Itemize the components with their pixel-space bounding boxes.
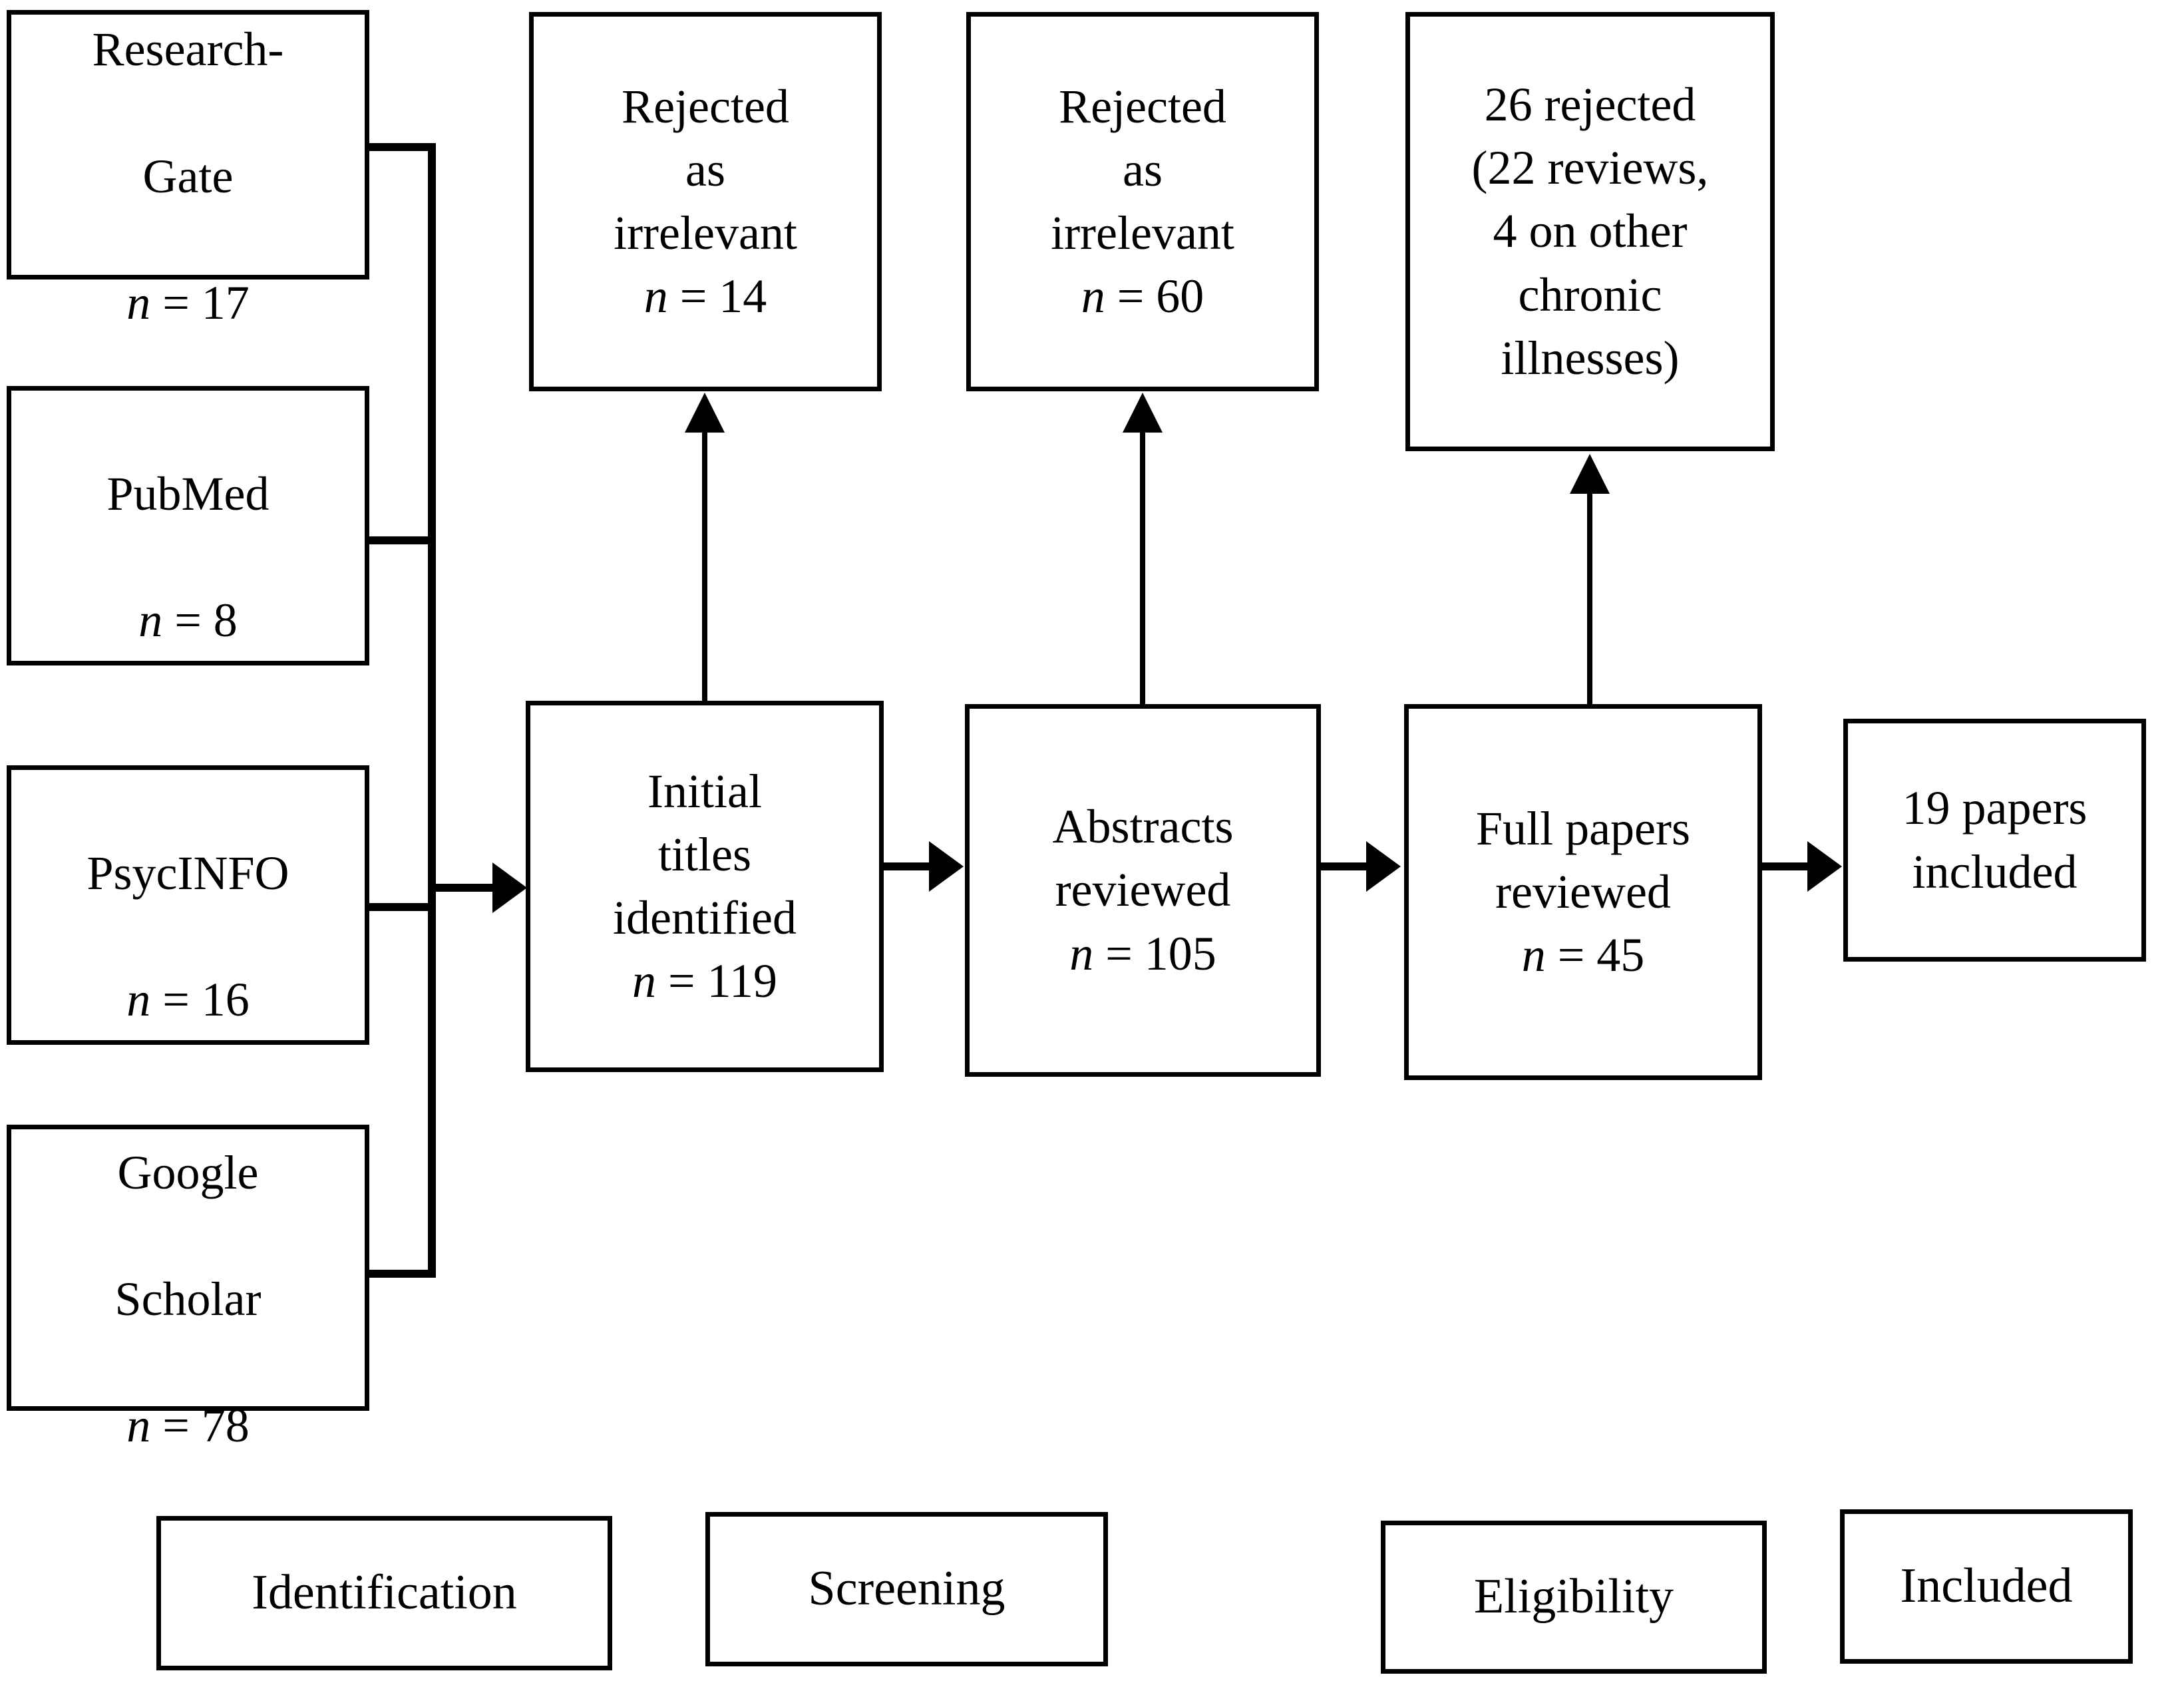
- stage-title: Abstracts reviewed: [1052, 800, 1234, 917]
- connector-full-papers-to-included: [1762, 862, 1809, 870]
- connector-sources-to-initial-titles: [428, 884, 494, 892]
- n-value: 45: [1596, 928, 1645, 982]
- n-label: n: [1069, 926, 1094, 980]
- connector-stub-pubmed: [369, 536, 436, 544]
- arrow-abstracts-to-full-papers: [1366, 841, 1401, 892]
- connector-abstracts-to-rejected: [1140, 431, 1145, 705]
- n-label: n: [643, 270, 668, 323]
- n-label: n: [1081, 270, 1105, 323]
- source-line-1: PubMed: [106, 467, 270, 520]
- n-value: 14: [719, 270, 767, 323]
- phase-label-identification: Identification: [156, 1516, 612, 1670]
- connector-stub-psycinfo: [369, 903, 436, 911]
- connector-initial-titles-to-rejected: [702, 431, 707, 705]
- source-box-psycinfo: PsycINFO n = 16: [7, 765, 369, 1045]
- source-line-2: Gate: [142, 149, 234, 203]
- n-value: 17: [201, 276, 250, 329]
- connector-bracket-spine: [428, 143, 436, 1278]
- n-value: 16: [201, 973, 250, 1027]
- connector-stub-google-scholar: [369, 1270, 436, 1278]
- n-label: n: [138, 594, 163, 648]
- phase-label-identification-text: Identification: [252, 1565, 517, 1620]
- source-line-1: Google: [117, 1145, 259, 1199]
- n-value: 119: [707, 954, 777, 1008]
- exclusion-box-rejected-full-papers: 26 rejected (22 reviews, 4 on other chro…: [1405, 12, 1775, 451]
- source-box-google-scholar-text: Google Scholar n = 78: [114, 1145, 262, 1453]
- n-label: n: [126, 276, 151, 329]
- stage-title: Initial titles identified: [613, 764, 797, 944]
- phase-label-screening: Screening: [705, 1512, 1108, 1666]
- n-value: 60: [1156, 270, 1204, 323]
- stage-title: Full papers reviewed: [1476, 801, 1690, 918]
- exclusion-box-rejected-full-papers-text: 26 rejected (22 reviews, 4 on other chro…: [1471, 78, 1709, 385]
- n-label: n: [1521, 928, 1546, 982]
- connector-initial-to-abstracts: [884, 862, 930, 870]
- source-line-2: Scholar: [114, 1272, 262, 1326]
- stage-box-papers-included: 19 papers included: [1843, 719, 2146, 962]
- n-label: n: [126, 973, 151, 1027]
- n-label: n: [632, 954, 657, 1008]
- phase-label-included-text: Included: [1900, 1559, 2073, 1614]
- phase-label-included: Included: [1840, 1509, 2133, 1664]
- arrow-full-papers-to-included: [1807, 841, 1842, 892]
- arrow-initial-titles-to-rejected: [685, 393, 725, 433]
- arrow-abstracts-to-rejected: [1123, 393, 1163, 433]
- n-value: 8: [213, 594, 238, 648]
- phase-label-eligibility-text: Eligibility: [1473, 1569, 1674, 1624]
- arrow-full-papers-to-rejected: [1570, 454, 1610, 494]
- exclusion-title: Rejected as irrelevant: [1051, 79, 1234, 260]
- n-label: n: [126, 1399, 151, 1453]
- arrow-initial-to-abstracts: [929, 841, 964, 892]
- connector-full-papers-to-rejected: [1587, 492, 1592, 705]
- arrow-sources-to-initial-titles: [492, 862, 527, 913]
- stage-box-papers-included-text: 19 papers included: [1902, 781, 2088, 898]
- source-line-1: Research-: [92, 23, 284, 77]
- source-box-pubmed: PubMed n = 8: [7, 386, 369, 665]
- source-box-google-scholar: Google Scholar n = 78: [7, 1125, 369, 1452]
- source-box-pubmed-text: PubMed n = 8: [106, 467, 270, 648]
- phase-label-screening-text: Screening: [808, 1561, 1005, 1616]
- phase-label-eligibility: Eligibility: [1381, 1521, 1767, 1674]
- exclusion-title: Rejected as irrelevant: [614, 79, 797, 260]
- n-value: 105: [1144, 926, 1216, 980]
- source-box-researchgate-text: Research- Gate n = 17: [92, 23, 284, 329]
- source-box-psycinfo-text: PsycINFO n = 16: [87, 846, 289, 1027]
- n-value: 78: [201, 1399, 250, 1453]
- connector-stub-researchgate: [369, 143, 436, 151]
- connector-abstracts-to-full-papers: [1321, 862, 1367, 870]
- source-line-1: PsycINFO: [87, 846, 289, 900]
- source-box-researchgate: Research- Gate n = 17: [7, 10, 369, 329]
